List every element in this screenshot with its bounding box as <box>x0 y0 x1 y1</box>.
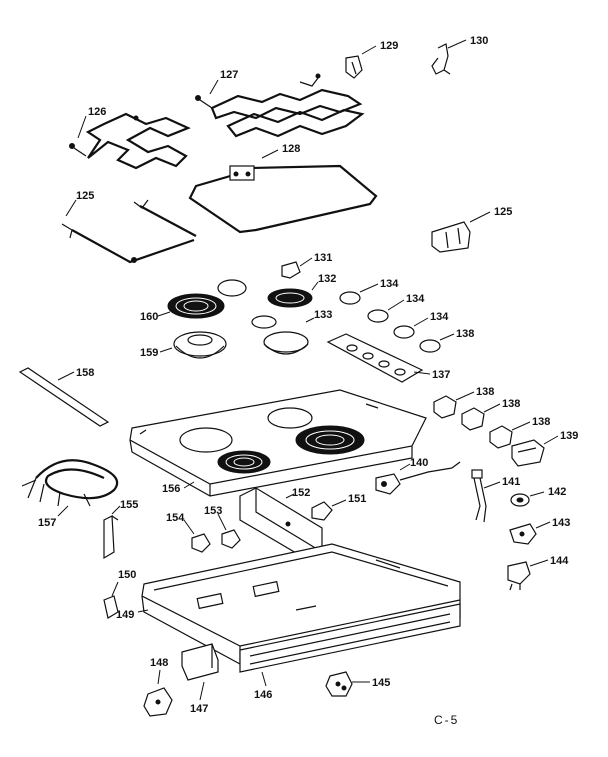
label-130: 130 <box>470 35 488 47</box>
label-143: 143 <box>552 517 570 529</box>
part-141-probe <box>471 469 487 523</box>
label-134-c: 134 <box>430 311 449 323</box>
label-147: 147 <box>190 703 208 715</box>
part-147-panel <box>181 643 219 681</box>
label-146: 146 <box>254 689 272 701</box>
label-138-d: 138 <box>532 416 550 428</box>
part-153-knob <box>221 529 241 549</box>
part-125-bracket-right <box>431 221 471 253</box>
label-132: 132 <box>318 273 336 285</box>
label-134-a: 134 <box>380 278 399 290</box>
label-145: 145 <box>372 677 390 689</box>
part-160-coil-element <box>167 279 247 319</box>
label-140: 140 <box>410 457 428 469</box>
label-137: 137 <box>432 369 450 381</box>
part-129-clip <box>345 55 363 79</box>
part-143-bracket <box>509 523 537 545</box>
label-156: 156 <box>162 483 180 495</box>
part-125-bracket-left <box>61 199 197 264</box>
part-134-knobs <box>339 291 415 339</box>
label-127: 127 <box>220 69 238 81</box>
label-134-b: 134 <box>406 293 425 305</box>
label-150: 150 <box>118 569 136 581</box>
part-146-front-panel <box>239 603 461 673</box>
part-138-switch-2 <box>461 407 485 431</box>
label-125-left: 125 <box>76 190 94 202</box>
part-131-knob <box>281 261 301 279</box>
part-142-grommet <box>510 493 530 507</box>
part-159-drip-pan <box>173 331 227 359</box>
label-154: 154 <box>166 512 185 524</box>
part-127-heating-element <box>195 73 365 138</box>
label-159: 159 <box>140 347 158 359</box>
label-131: 131 <box>314 252 332 264</box>
part-155-bracket <box>103 515 119 560</box>
part-151-switch <box>311 501 333 521</box>
part-157-wire-harness <box>21 459 119 507</box>
part-140-thermostat <box>375 461 461 495</box>
part-138-switch-1 <box>433 395 457 419</box>
part-158-trim-strip <box>18 367 110 427</box>
part-130-clip <box>431 43 451 75</box>
label-138-c: 138 <box>502 398 520 410</box>
diagram-code: C-5 <box>434 713 459 727</box>
part-150-bracket <box>103 595 119 619</box>
part-139-terminal-block <box>511 439 545 467</box>
label-151: 151 <box>348 493 366 505</box>
part-138-knob-upper <box>419 339 441 353</box>
part-133-drip-pan <box>251 315 309 355</box>
label-129: 129 <box>380 40 398 52</box>
label-126: 126 <box>88 106 106 118</box>
label-138-a: 138 <box>456 328 474 340</box>
label-148: 148 <box>150 657 168 669</box>
part-138-switch-3 <box>489 425 513 449</box>
label-155: 155 <box>120 499 138 511</box>
label-139: 139 <box>560 430 578 442</box>
part-132-coil-element <box>267 288 313 308</box>
label-160: 160 <box>140 311 158 323</box>
label-157: 157 <box>38 517 56 529</box>
part-128-element-frame <box>188 164 378 234</box>
label-141: 141 <box>502 476 520 488</box>
part-126-heating-element <box>69 112 191 170</box>
part-156-cooktop <box>129 389 427 497</box>
part-137-switch-panel <box>326 333 424 383</box>
label-125-right: 125 <box>494 206 512 218</box>
label-138-b: 138 <box>476 386 494 398</box>
label-153: 153 <box>204 505 222 517</box>
label-149: 149 <box>116 609 134 621</box>
label-128: 128 <box>282 143 300 155</box>
label-142: 142 <box>548 486 566 498</box>
label-144: 144 <box>550 555 569 567</box>
label-158: 158 <box>76 367 94 379</box>
part-145-receptacle <box>325 671 353 697</box>
part-144-connector <box>507 561 531 591</box>
part-148-block <box>143 687 173 717</box>
label-152: 152 <box>292 487 310 499</box>
part-154-knob <box>191 533 211 553</box>
label-133: 133 <box>314 309 332 321</box>
